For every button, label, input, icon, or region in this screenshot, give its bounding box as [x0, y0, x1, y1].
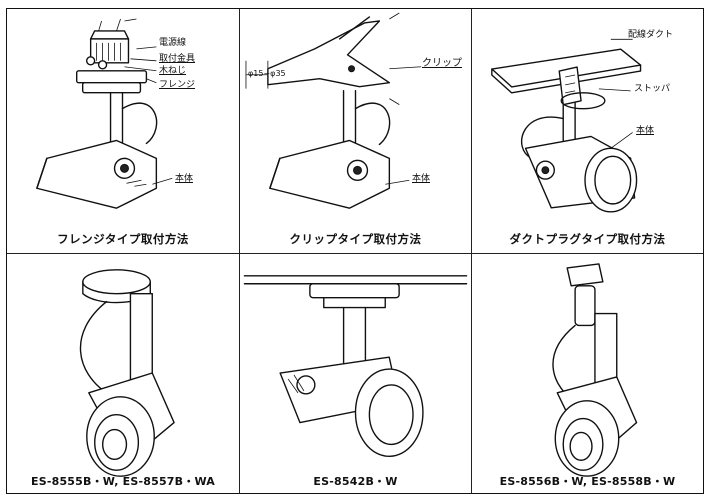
model-8542-illustration [243, 275, 468, 458]
caption-clip-type: クリップタイプ取付方法 [289, 232, 422, 246]
label-bracket: 取付金具 [159, 54, 196, 64]
caption-model-8555: ES-8555B・W, ES-8557B・WA [31, 475, 215, 488]
label-flange: フレンジ [159, 80, 196, 90]
label-body: 本体 [636, 126, 655, 136]
label-stopper: ストッパ [634, 84, 671, 94]
clip-mount-illustration [245, 12, 422, 209]
panel-model-8556: ES-8556B・W, ES-8558B・W [472, 254, 703, 493]
caption-flange-type: フレンジタイプ取付方法 [57, 232, 189, 246]
caption-duct-plug-type: ダクトプラグタイプ取付方法 [509, 232, 666, 246]
label-screw: 木ねじ [159, 66, 187, 76]
label-body: 本体 [412, 174, 431, 184]
caption-model-8542: ES-8542B・W [313, 475, 398, 488]
model-8556-illustration [552, 263, 638, 477]
panel-model-8542: ES-8542B・W [240, 254, 472, 493]
panel-clip-type: φ15~φ35 クリップ 本体 クリップタイプ取付方法 [240, 9, 472, 254]
label-clip-range: φ15~φ35 [248, 69, 286, 78]
panel-model-8555: ES-8555B・W, ES-8557B・WA [7, 254, 240, 493]
caption-model-8556: ES-8556B・W, ES-8558B・W [499, 475, 676, 488]
label-duct: 配線ダクト [628, 30, 674, 40]
label-wiring: 電源線 [159, 38, 187, 48]
illustration-grid: 電源線 取付金具 木ねじ フレンジ 本体 フレンジタイプ取付方法 φ1 [7, 9, 703, 493]
panel-flange-type: 電源線 取付金具 木ねじ フレンジ 本体 フレンジタイプ取付方法 [7, 9, 240, 254]
flange-mount-illustration [36, 18, 173, 209]
duct-plug-illustration [491, 38, 642, 213]
model-8555-illustration [79, 269, 175, 477]
label-clip: クリップ [422, 58, 462, 69]
panel-duct-plug-type: 配線ダクト ストッパ 本体 ダクトプラグタイプ取付方法 [472, 9, 703, 254]
catalog-sheet: 電源線 取付金具 木ねじ フレンジ 本体 フレンジタイプ取付方法 φ1 [6, 8, 704, 494]
label-body: 本体 [175, 174, 194, 184]
